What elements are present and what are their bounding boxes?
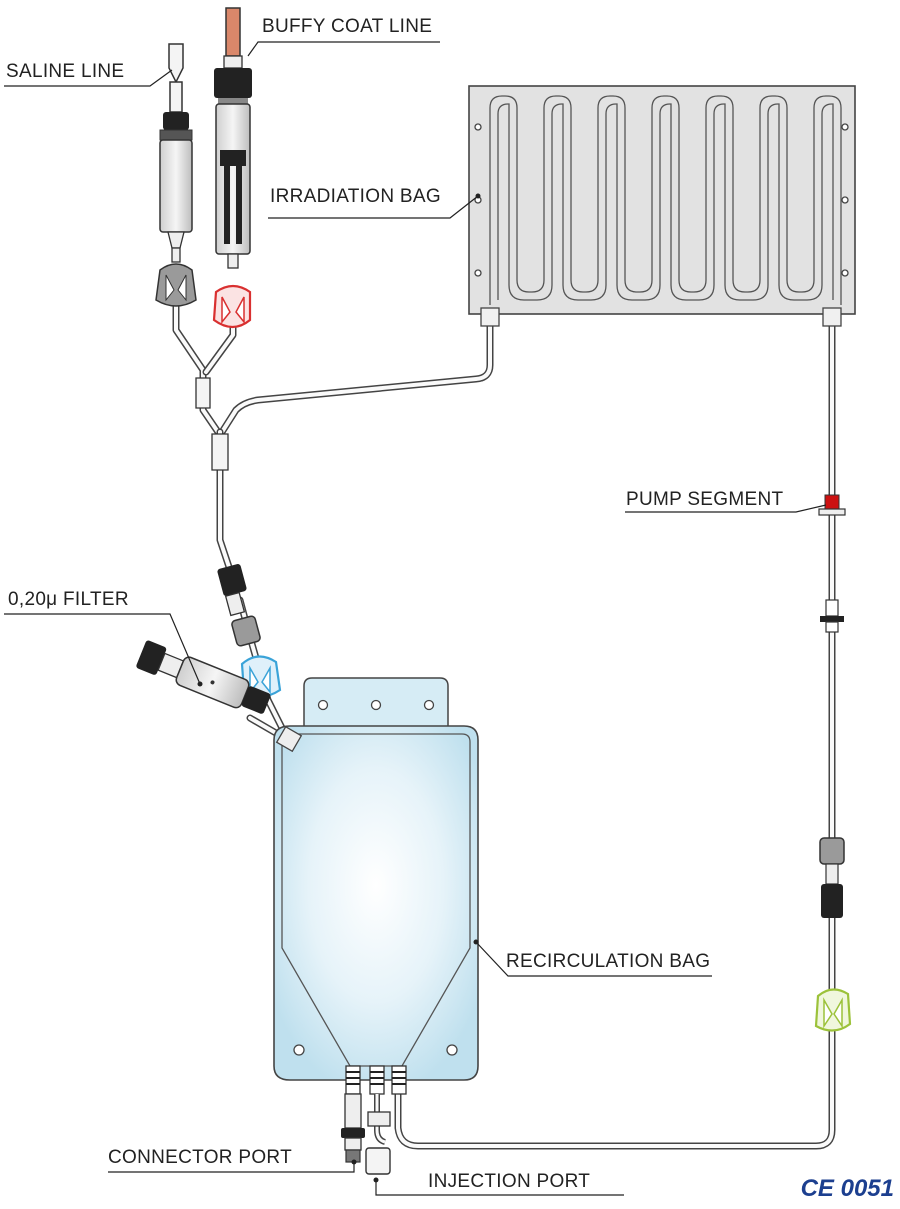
return-line-connector — [819, 837, 845, 918]
saline-spike — [159, 43, 193, 263]
pump-segment-coupler — [820, 599, 844, 633]
buffy-coat-clamp — [212, 284, 252, 329]
irradiation-bag — [468, 85, 856, 327]
recirculation-bag-outlets — [345, 1065, 407, 1095]
label-pump-segment: PUMP SEGMENT — [626, 489, 784, 510]
filter-line-clamp — [240, 655, 282, 698]
buffy-coat-spike — [214, 7, 252, 269]
injection-port — [365, 1094, 391, 1175]
connector-port — [341, 1093, 365, 1163]
saline-clamp — [155, 263, 197, 307]
irradiation-bag-holes — [474, 123, 849, 277]
leader-lines — [4, 41, 827, 1196]
return-line-clamp — [814, 988, 852, 1032]
ce-certification-mark: CE 0051 — [800, 1175, 894, 1202]
pump-segment — [818, 494, 846, 516]
luer-connector — [217, 564, 261, 647]
filter-assembly — [136, 640, 271, 714]
y-connectors — [195, 377, 229, 471]
label-injection-port: INJECTION PORT — [428, 1171, 591, 1192]
recirculation-bag — [273, 677, 479, 1095]
label-recirculation-bag: RECIRCULATION BAG — [506, 951, 711, 972]
label-saline-line: SALINE LINE — [6, 61, 125, 82]
irradiation-bag-serpentine — [489, 95, 842, 305]
label-buffy-coat-line: BUFFY COAT LINE — [262, 16, 433, 37]
label-filter: 0,20μ FILTER — [8, 589, 129, 610]
label-connector-port: CONNECTOR PORT — [108, 1147, 293, 1168]
label-irradiation-bag: IRRADIATION BAG — [270, 186, 441, 207]
